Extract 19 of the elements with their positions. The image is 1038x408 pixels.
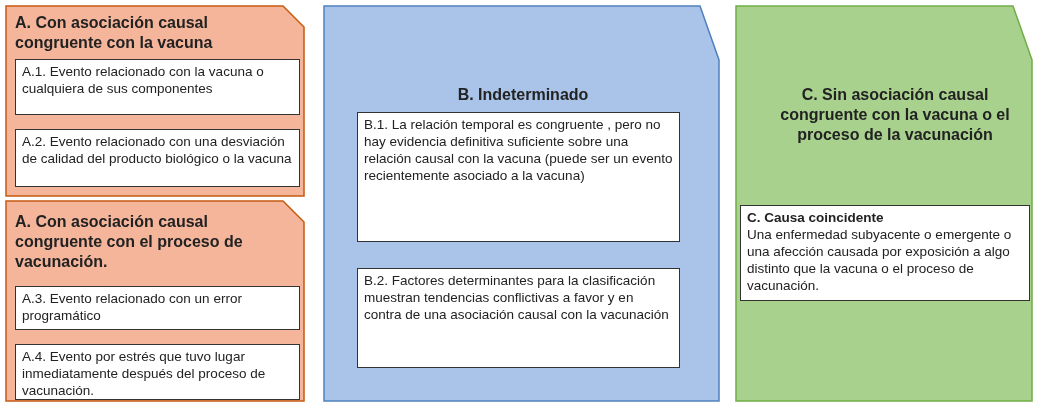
description-box bbox=[357, 268, 680, 368]
description-text: A.2. Evento relacionado con una desviación de calidad del producto biológico o la vacuna bbox=[22, 133, 293, 167]
description-text: Una enfermedad subyacente o emergente o una afección causada por exposición a algo distinto que la vacuna o el proceso de vacunación. bbox=[747, 226, 1013, 294]
description-box bbox=[15, 344, 300, 400]
box-heading: C. Causa coincidente bbox=[747, 209, 885, 226]
panel-heading: C. Sin asociación causal congruente con la vacuna o el proceso de la vacunación bbox=[779, 85, 1011, 145]
panel-heading: A. Con asociación causal congruente con la vacuna bbox=[15, 13, 214, 53]
description-text: B.2. Factores determinantes para la clasificación muestran tendencias conflictivas a favor y en contra de una asociación causal con la vacunación bbox=[364, 272, 670, 323]
panel-heading: A. Con asociación causal congruente con el proceso de vacunación. bbox=[15, 212, 244, 272]
description-text: A.4. Evento por estrés que tuvo lugar inmediatamente después del proceso de vacunación. bbox=[22, 348, 267, 399]
description-box bbox=[15, 59, 300, 115]
description-text: A.1. Evento relacionado con la vacuna o cualquiera de sus componentes bbox=[22, 63, 265, 97]
description-text: A.3. Evento relacionado con un error programático bbox=[22, 290, 243, 324]
panel-heading: B. Indeterminado bbox=[456, 85, 590, 105]
description-box bbox=[15, 286, 300, 330]
description-text: B.1. La relación temporal es congruente , pero no hay evidencia definitiva suficiente sobre una relación causal con la vacuna (puede ser un evento recientemente asociado a la vacuna) bbox=[364, 116, 673, 184]
description-box bbox=[740, 205, 1030, 301]
description-box bbox=[15, 129, 300, 187]
description-box bbox=[357, 112, 680, 242]
